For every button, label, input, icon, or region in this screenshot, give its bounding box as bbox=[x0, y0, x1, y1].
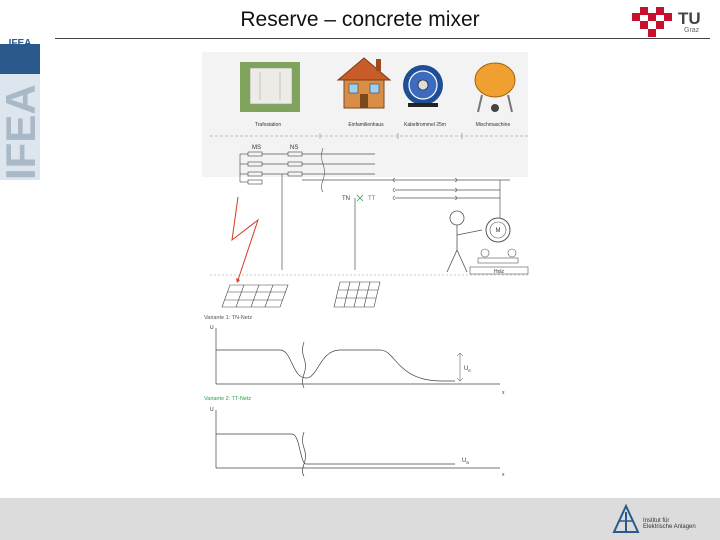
ifea-logo-vertical-text: IFEA bbox=[0, 84, 42, 180]
ifea-logo-small-text: IFEA bbox=[9, 38, 32, 49]
caption-trafostation: Trafostation bbox=[255, 122, 281, 128]
institute-line-1: Institut für bbox=[643, 518, 670, 524]
transformer-station-image bbox=[240, 62, 300, 112]
institute-line-2: Elektrische Anlagen bbox=[643, 524, 696, 530]
variant2-title: Variante 2: TT-Netz bbox=[204, 396, 251, 402]
variant2-plot bbox=[215, 410, 500, 477]
busbars bbox=[262, 153, 510, 270]
slide-title: Reserve – concrete mixer bbox=[240, 8, 480, 31]
label-tt: TT bbox=[368, 196, 376, 202]
variant1-plot bbox=[215, 328, 500, 389]
variant2-x-axis: x bbox=[502, 472, 505, 478]
cable-drum-icon bbox=[403, 65, 443, 107]
variant1-level-label: UE bbox=[464, 366, 471, 373]
label-ns: NS bbox=[290, 145, 298, 151]
institute-name: Institut für Elektrische Anlagen bbox=[643, 518, 713, 530]
variant1-x-axis: x bbox=[502, 390, 505, 396]
caption-mischmaschine: Mischmaschine bbox=[476, 122, 511, 128]
earth-electrode-left bbox=[221, 284, 289, 308]
footer-bar bbox=[0, 498, 720, 540]
house-icon bbox=[336, 57, 392, 109]
label-ms: MS bbox=[252, 145, 261, 151]
earth-electrode-right bbox=[333, 281, 381, 308]
institute-logo-icon bbox=[612, 504, 640, 533]
tu-logo-text: TU bbox=[678, 9, 701, 28]
caption-einfamilienhaus: Einfamilienhaus bbox=[348, 122, 384, 128]
tu-graz-logo-mark bbox=[632, 7, 672, 37]
label-holz: Holz bbox=[494, 269, 505, 275]
title-divider bbox=[55, 38, 710, 39]
fault-lightning bbox=[231, 196, 259, 281]
caption-kabeltrommel: Kabeltrommel 25m bbox=[404, 122, 446, 128]
concrete-mixer-icon bbox=[474, 62, 516, 113]
label-motor: M bbox=[496, 228, 501, 234]
person-figure bbox=[446, 210, 483, 273]
concrete-mixer-diagram: Trafostation Einfamilienhaus Kabeltromme… bbox=[202, 52, 530, 478]
variant2-level-label: UB bbox=[462, 458, 469, 465]
graz-logo-text: Graz bbox=[684, 27, 700, 34]
variant1-y-axis: U bbox=[210, 325, 214, 331]
ifea-sidebar-logo: IFEA IFEA bbox=[0, 38, 42, 180]
motor: M Holz bbox=[469, 217, 529, 275]
label-tn: TN bbox=[342, 196, 350, 202]
variant2-y-axis: U bbox=[210, 407, 214, 413]
variant1-title: Variante 1: TN-Netz bbox=[204, 315, 252, 321]
